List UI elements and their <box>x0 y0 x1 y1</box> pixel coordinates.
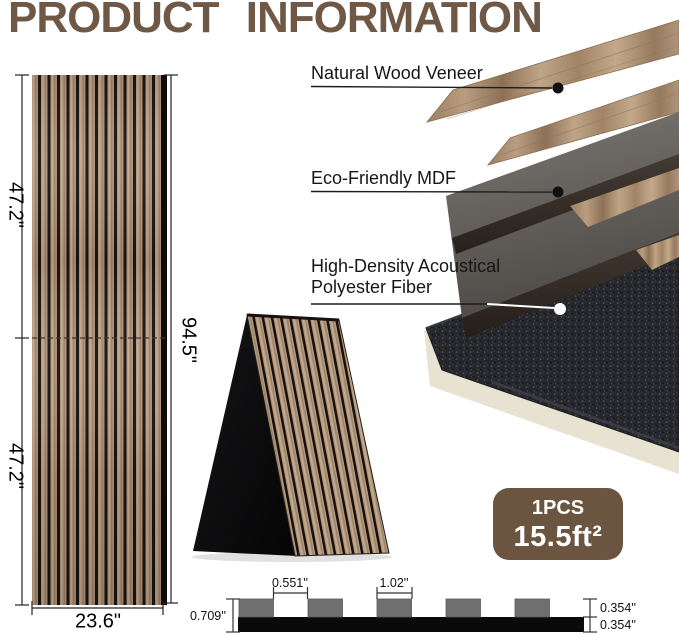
dimension-slat-height: 0.354'' <box>600 601 637 615</box>
page-title: PRODUCT INFORMATION <box>8 0 543 42</box>
folded-panel-illustration <box>192 313 392 562</box>
fiber-layer-label: High-Density Acoustical Polyester Fiber <box>311 256 500 298</box>
veneer-strip-on-mdf <box>570 168 679 227</box>
dimension-slat-gap: 0.551'' <box>271 576 309 590</box>
fiber-leader-dot <box>554 303 566 315</box>
mdf-leader-dot <box>552 186 564 198</box>
dimension-slat-width: 1.02'' <box>379 576 409 590</box>
cross-section-slats <box>238 598 550 618</box>
veneer-strip-on-mdf-2 <box>636 235 679 270</box>
veneer-leader-dot <box>552 82 564 94</box>
wood-veneer-plank-1 <box>425 19 679 123</box>
cross-section-diagram <box>226 587 597 633</box>
layer-leader-lines <box>310 82 566 315</box>
wood-veneer-plank-2 <box>486 79 679 166</box>
mdf-layer-label: Eco-Friendly MDF <box>311 168 457 188</box>
dimension-total-height: 94.5" <box>177 316 200 364</box>
coverage-badge: 1PCS 15.5ft² <box>493 488 623 560</box>
cross-section-brackets <box>226 587 597 633</box>
dimension-total-thickness: 0.709'' <box>189 609 227 623</box>
mdf-layer <box>446 112 679 318</box>
dimension-base-thickness: 0.354'' <box>600 618 637 632</box>
badge-quantity: 1PCS <box>531 497 585 519</box>
layers-illustration <box>424 19 679 474</box>
front-panel-dimension-lines <box>15 74 178 615</box>
front-panel-illustration <box>32 75 167 605</box>
dimension-lower-height: 47.2" <box>4 442 27 490</box>
dimension-upper-height: 47.2" <box>4 181 27 229</box>
cross-section-base <box>238 617 584 632</box>
fiber-layer-label-line1: High-Density Acoustical <box>311 256 501 276</box>
fiber-layer-label-line2: Polyester Fiber <box>311 277 433 297</box>
veneer-layer-label: Natural Wood Veneer <box>311 63 483 83</box>
dimension-panel-width: 23.6" <box>74 610 122 633</box>
folded-panel-felt-back <box>193 315 297 556</box>
badge-coverage: 15.5ft² <box>513 521 603 553</box>
